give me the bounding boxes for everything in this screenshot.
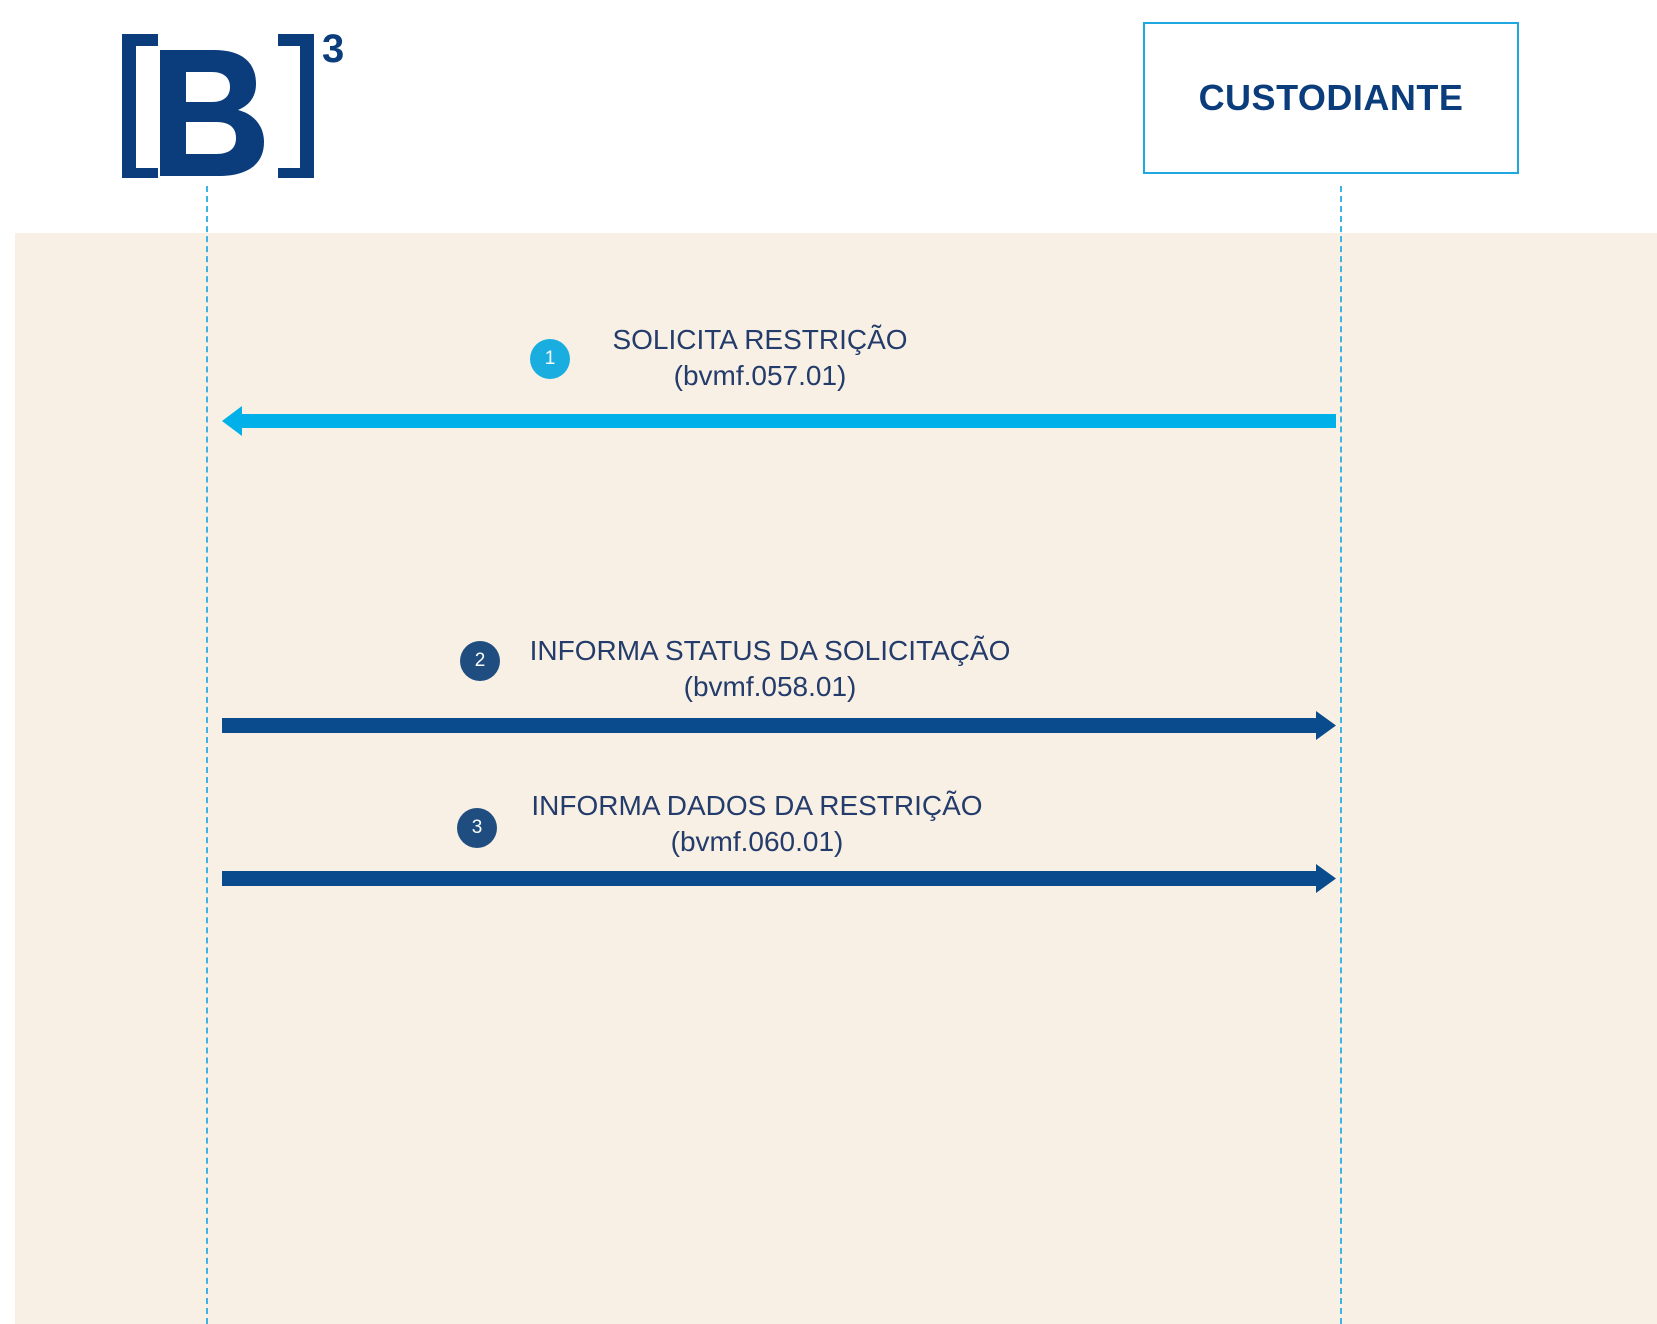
step-badge-3: 3 <box>457 808 497 848</box>
step-number-2: 2 <box>474 650 486 671</box>
step-number-3: 3 <box>471 817 483 838</box>
message-label-2: INFORMA STATUS DA SOLICITAÇÃO (bvmf.058.… <box>500 633 1040 705</box>
step-number-1: 1 <box>544 348 556 369</box>
message-code-2: (bvmf.058.01) <box>683 671 857 702</box>
step-badge-2: 2 <box>460 641 500 681</box>
participant-custodiante-label: CUSTODIANTE <box>1198 77 1464 118</box>
message-title-2: INFORMA STATUS DA SOLICITAÇÃO <box>529 635 1011 666</box>
message-arrow-2 <box>222 711 1336 740</box>
message-label-1: SOLICITA RESTRIÇÃO (bvmf.057.01) <box>560 322 960 394</box>
lifeline-b3 <box>206 186 208 1324</box>
message-label-3: INFORMA DADOS DA RESTRIÇÃO (bvmf.060.01) <box>507 788 1007 860</box>
message-code-1: (bvmf.057.01) <box>673 360 847 391</box>
b3-logo: 3 <box>122 27 344 178</box>
lifeline-custodiante <box>1340 186 1342 1324</box>
step-badge-1: 1 <box>530 339 570 379</box>
svg-text:3: 3 <box>322 27 344 71</box>
message-title-3: INFORMA DADOS DA RESTRIÇÃO <box>531 790 983 821</box>
message-title-1: SOLICITA RESTRIÇÃO <box>612 324 908 355</box>
participant-custodiante: CUSTODIANTE <box>1143 22 1519 174</box>
message-arrow-1 <box>222 406 1336 436</box>
message-code-3: (bvmf.060.01) <box>670 826 844 857</box>
message-arrow-3 <box>222 864 1336 893</box>
